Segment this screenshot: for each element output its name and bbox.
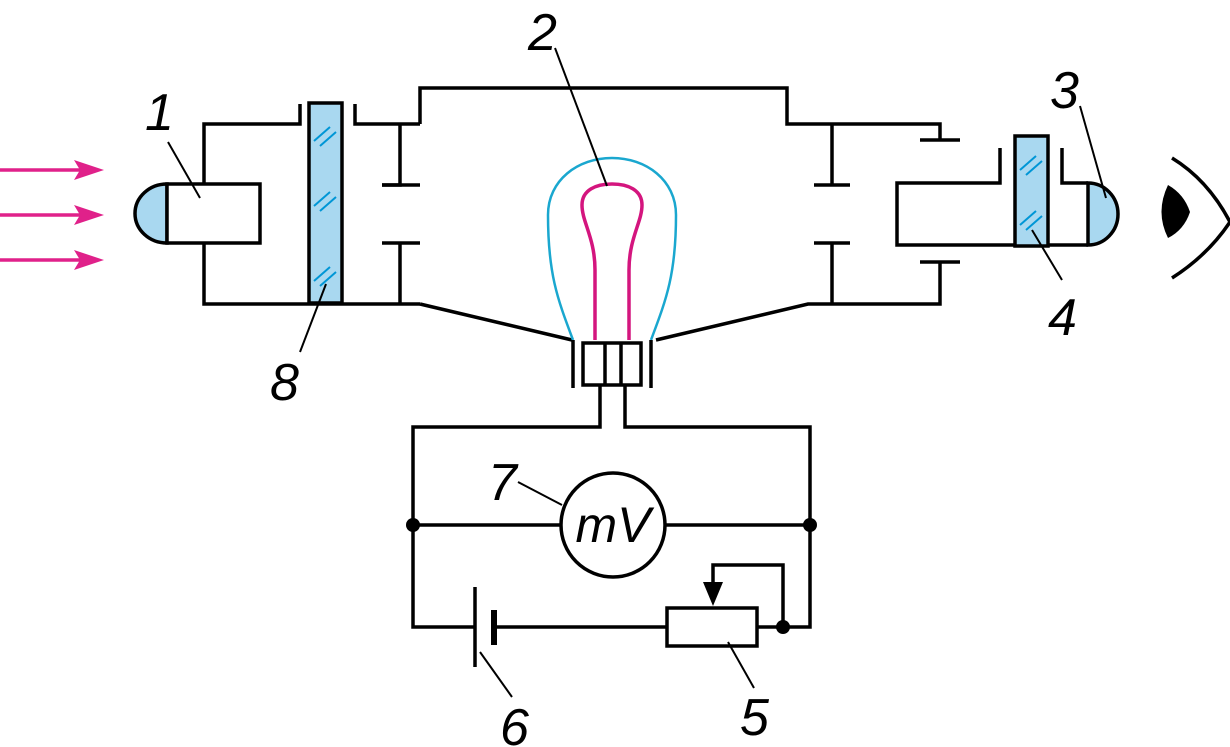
millivoltmeter: mV	[559, 471, 667, 579]
leader-lines	[167, 47, 1107, 698]
label-objective-lens: 1	[145, 84, 174, 142]
red-filter	[1013, 134, 1050, 248]
eyepiece-lens	[1086, 181, 1120, 247]
label-eyepiece: 3	[1050, 62, 1079, 120]
arrow-right-icon	[0, 205, 104, 225]
absorbing-filter	[307, 101, 344, 305]
label-battery: 6	[500, 699, 529, 747]
incoming-light-arrows	[0, 160, 104, 270]
circuit-wires	[406, 385, 817, 634]
part-labels: 1 2 3 4 5 6 7 8	[145, 4, 1079, 747]
battery	[473, 587, 497, 667]
label-rheostat: 5	[740, 689, 770, 747]
objective-lens	[133, 182, 262, 245]
right-diaphragm	[814, 124, 960, 304]
pyrometer-lamp	[546, 156, 678, 341]
label-millivoltmeter: 7	[488, 454, 519, 512]
arrow-right-icon	[0, 160, 104, 180]
meter-symbol: mV	[576, 497, 656, 553]
label-absorbing-filter: 8	[270, 354, 299, 412]
eyepiece-tube	[895, 148, 1088, 247]
lamp-housing	[418, 86, 942, 342]
rheostat	[665, 563, 785, 648]
eye-icon	[1161, 156, 1230, 280]
arrow-right-icon	[0, 250, 104, 270]
label-red-filter: 4	[1048, 289, 1077, 347]
label-lamp: 2	[527, 4, 557, 62]
lamp-base	[571, 340, 653, 388]
left-diaphragm	[382, 124, 420, 304]
